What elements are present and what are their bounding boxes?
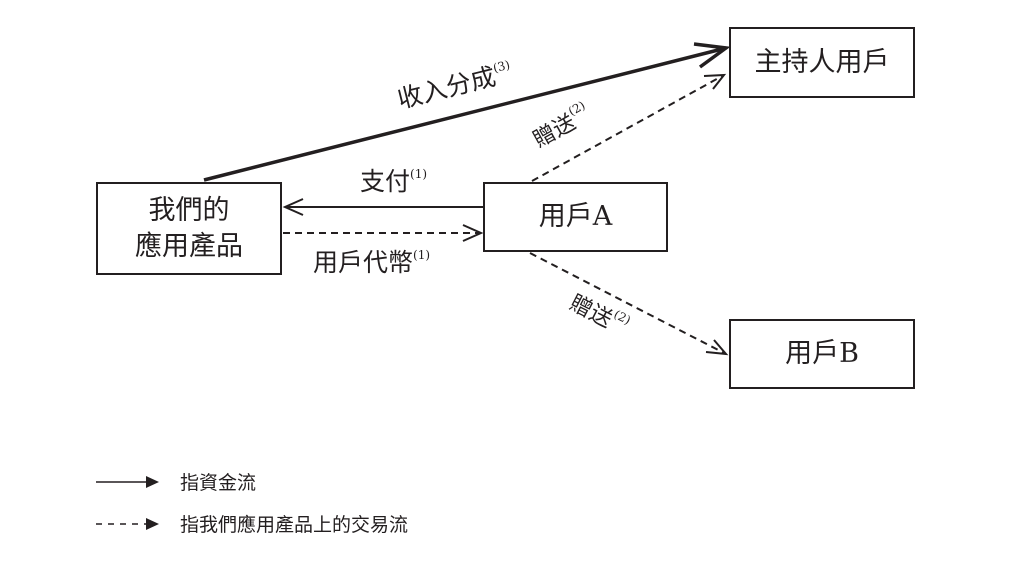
arrowhead-tokens: [462, 224, 484, 242]
node-app-line2: 應用產品: [135, 230, 243, 262]
legend-dashed: 指我們應用產品上的交易流: [96, 510, 408, 537]
edge-revenue-share: [203, 46, 727, 182]
legend-dashed-arrow-icon: [96, 517, 159, 530]
arrowhead-gift-host: [703, 73, 727, 90]
arrowhead-revenue-share: [693, 42, 731, 69]
legend-dashed-label: 指我們應用產品上的交易流: [180, 514, 409, 536]
node-app: 我們的 應用產品: [96, 182, 282, 275]
edge-gift-b: [529, 252, 727, 355]
legend-solid-arrow-icon: [96, 475, 159, 488]
legend-solid: 指資金流: [96, 468, 256, 495]
arrowhead-payment: [282, 198, 304, 216]
legend-solid-label: 指資金流: [180, 472, 257, 494]
arrowhead-gift-b: [705, 339, 729, 356]
label-tokens: 用戶代幣(1): [313, 248, 431, 277]
label-payment: 支付(1): [360, 167, 428, 196]
node-host: 主持人用戶: [729, 27, 915, 98]
node-user-b-label: 用戶B: [785, 338, 859, 369]
node-host-label: 主持人用戶: [754, 46, 890, 78]
node-user-a: 用戶A: [483, 182, 668, 252]
node-app-line1: 我們的: [148, 194, 230, 226]
edge-gift-host: [531, 74, 725, 182]
node-user-b: 用戶B: [729, 319, 915, 389]
node-user-a-label: 用戶A: [538, 201, 613, 232]
